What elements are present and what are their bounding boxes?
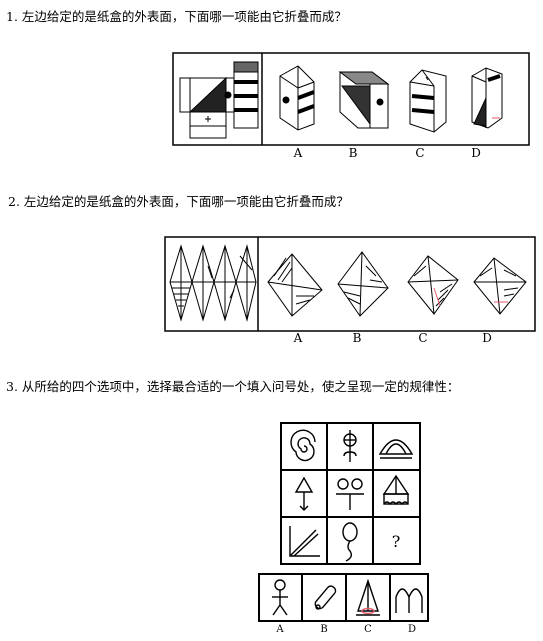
question-3-text: 3. 从所给的四个选项中，选择最合适的一个填入问号处，使之呈现一定的规律性： (6, 376, 459, 395)
q1-option-b-label: B (348, 146, 358, 160)
question-1-prompt: 左边给定的是纸盒的外表面，下面哪一项能由它折叠而成？ (21, 9, 347, 24)
q2-option-c-label: C (418, 331, 428, 345)
q3-circle-stick (343, 430, 357, 462)
q3-dome (378, 439, 414, 459)
q3-two-circles (336, 478, 364, 510)
q3-crown (382, 474, 410, 506)
q3-option-c-label: C (364, 624, 372, 635)
q2-option-a-label: A (293, 331, 303, 345)
q3-option-d-arches (395, 588, 423, 613)
q1-option-d-cube (471, 67, 503, 129)
q1-net (179, 61, 259, 139)
q1-option-c-label: C (415, 146, 425, 160)
q3-arrow (294, 476, 314, 511)
question-2-number: 2. (8, 194, 20, 209)
question-3-grid: ? (280, 422, 421, 565)
q3-option-b-label: B (320, 624, 328, 635)
q1-option-c-cube (409, 69, 447, 133)
q3-option-c-tent (356, 578, 380, 616)
q2-option-d-pyramid (473, 257, 527, 315)
question-2-figure (164, 236, 536, 332)
question-1-text: 1. 左边给定的是纸盒的外表面，下面哪一项能由它折叠而成？ (6, 6, 347, 25)
q2-option-b-label: B (352, 331, 362, 345)
q2-net (169, 244, 257, 322)
q2-option-b-pyramid (337, 251, 389, 317)
question-2-prompt: 左边给定的是纸盒的外表面，下面哪一项能由它折叠而成？ (23, 194, 349, 209)
q2-option-c-pyramid (407, 255, 459, 315)
q3-question-mark: ? (392, 532, 401, 551)
q1-option-d-label: D (471, 146, 481, 160)
question-3-options (258, 573, 429, 622)
q1-option-a-cube (279, 65, 315, 131)
q3-balloon (342, 522, 358, 562)
q3-option-a-label: A (276, 624, 284, 635)
question-1-figure (172, 52, 530, 146)
question-3-number: 3. (6, 379, 18, 394)
question-3-prompt: 从所给的四个选项中，选择最合适的一个填入问号处，使之呈现一定的规律性： (21, 379, 460, 394)
q1-option-a-label: A (293, 146, 303, 160)
question-2-text: 2. 左边给定的是纸盒的外表面，下面哪一项能由它折叠而成？ (8, 191, 349, 210)
q3-option-b-capsule (314, 585, 337, 610)
q1-option-b-cube (338, 71, 390, 129)
q2-option-a-pyramid (267, 253, 323, 317)
q2-option-d-label: D (482, 331, 492, 345)
q3-corner-lines (289, 526, 320, 557)
q3-option-d-label: D (407, 624, 417, 635)
question-1-number: 1. (6, 9, 18, 24)
q3-spiral (290, 429, 316, 462)
q3-option-a-stick-figure (272, 579, 288, 616)
